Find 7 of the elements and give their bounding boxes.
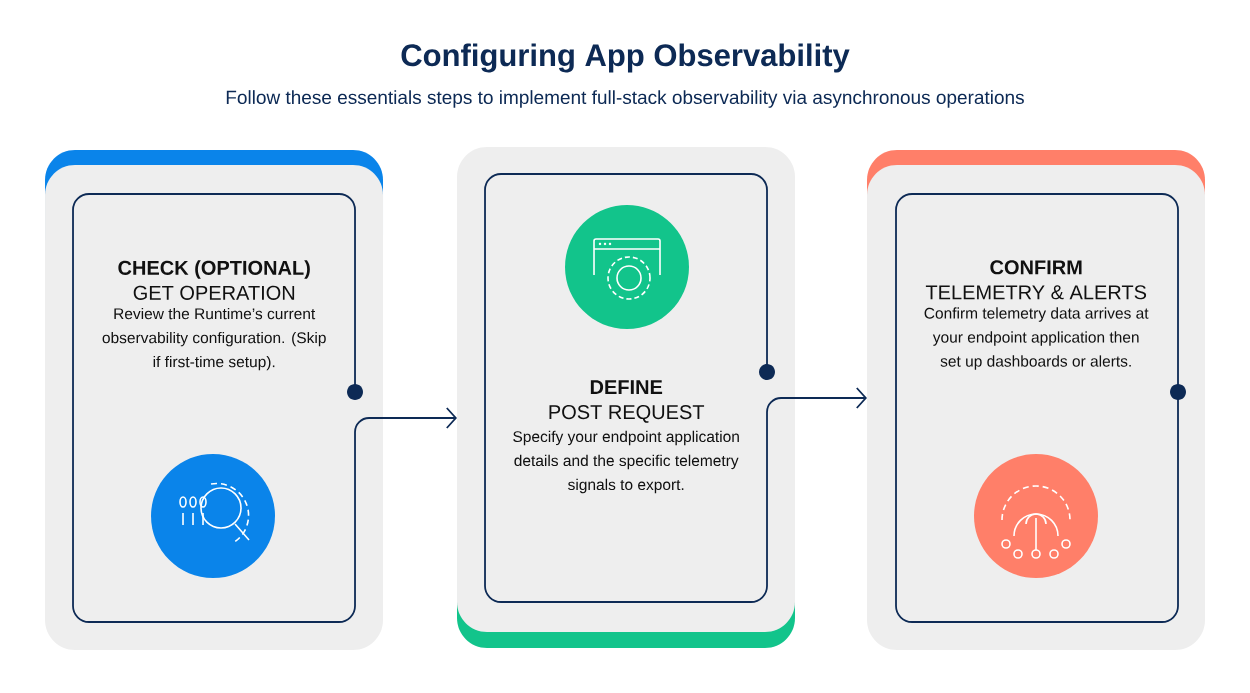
arrow — [766, 387, 867, 421]
step-card: DEFINE POST REQUEST Specify your endpoint application details and the specific telemetry signals to export. — [457, 147, 795, 648]
arrow — [354, 407, 457, 441]
step-card: CONFIRM TELEMETRY & ALERTS Confirm telemetry data arrives at your endpoint application then set up dashboards or alerts. — [867, 150, 1205, 650]
subtitle: Follow these essentials steps to implement full-stack observability via asynchronous operations — [226, 90, 1024, 108]
step-card: CHECK (OPTIONAL) GET OPERATION Review the Runtime’s current observability configuration. (Skip if first-time setup). — [45, 150, 383, 650]
title: Configuring App Observability — [401, 43, 850, 73]
